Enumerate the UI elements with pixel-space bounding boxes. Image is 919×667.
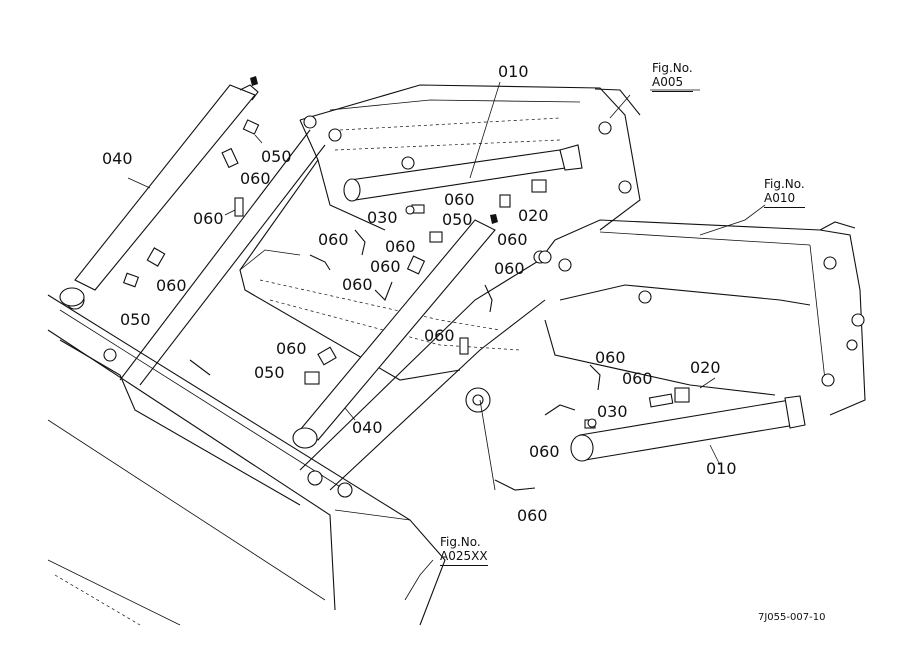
label-050-c: 050 [120, 310, 151, 329]
label-060-o: 060 [529, 442, 560, 461]
label-020-lower: 020 [690, 358, 721, 377]
label-050-a: 050 [261, 147, 292, 166]
label-030-lower: 030 [597, 402, 628, 421]
leader-lines [127, 81, 766, 601]
label-020-upper: 020 [518, 206, 549, 225]
label-060-d: 060 [318, 230, 349, 249]
label-060-c: 060 [444, 190, 475, 209]
label-040-lower: 040 [352, 418, 383, 437]
cylinder-040-lower [292, 214, 498, 449]
right-loader-arm [538, 88, 866, 416]
label-030-upper: 030 [367, 208, 398, 227]
figure-ref-a025xx: Fig.No. A025XX [440, 535, 488, 566]
label-060-f: 060 [497, 230, 528, 249]
figure-ref-caption: Fig.No. [440, 535, 481, 549]
label-010-lower: 010 [706, 459, 737, 478]
label-060-i: 060 [156, 276, 187, 295]
label-060-m: 060 [595, 348, 626, 367]
label-050-d: 050 [254, 363, 285, 382]
label-060-n: 060 [622, 369, 653, 388]
fittings [122, 119, 690, 491]
cylinder-040-upper [59, 76, 259, 307]
label-040-upper: 040 [102, 149, 133, 168]
figure-ref-a010: Fig.No. A010 [764, 177, 805, 208]
label-050-b: 050 [442, 210, 473, 229]
label-010-upper: 010 [498, 62, 529, 81]
figure-ref-caption: Fig.No. [764, 177, 805, 191]
label-060-k: 060 [424, 326, 455, 345]
label-060-a: 060 [240, 169, 271, 188]
cylinder-010-upper [343, 144, 583, 202]
figure-ref-number: A025XX [440, 549, 488, 566]
label-060-e: 060 [385, 237, 416, 256]
figure-ref-a005: Fig.No. A005 [652, 61, 693, 92]
label-060-g: 060 [370, 257, 401, 276]
label-060-j: 060 [342, 275, 373, 294]
figure-ref-caption: Fig.No. [652, 61, 693, 75]
figure-ref-number: A010 [764, 191, 805, 208]
figure-ref-number: A005 [652, 75, 693, 92]
drawing-code: 7J055-007-10 [758, 612, 826, 623]
cylinder-010-lower [570, 395, 806, 462]
label-060-b: 060 [193, 209, 224, 228]
label-060-l: 060 [276, 339, 307, 358]
label-060-p: 060 [517, 506, 548, 525]
label-060-h: 060 [494, 259, 525, 278]
